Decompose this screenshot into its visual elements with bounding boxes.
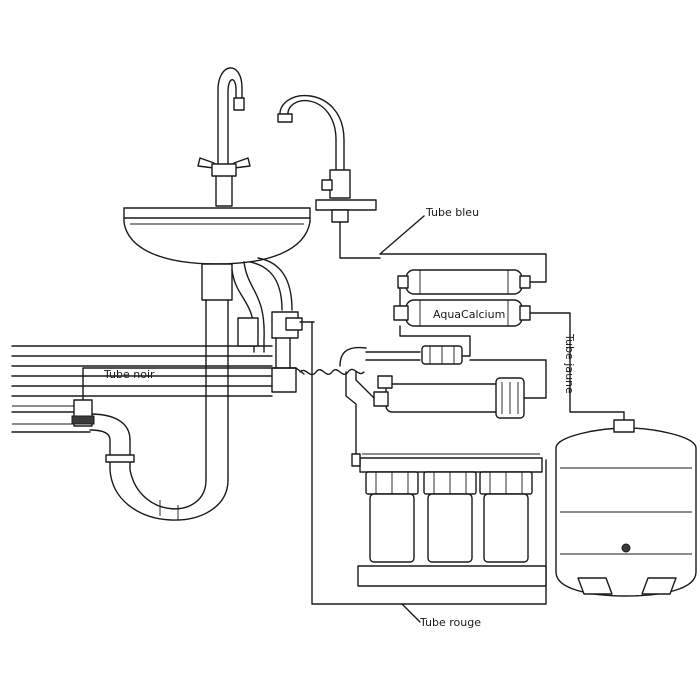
drain-saddle-valve [271,311,315,393]
ro-membrane-housing [355,359,547,419]
ro-faucet [277,94,381,259]
tube-noir-label: Tube noir [103,368,155,381]
flow-restrictor [339,325,471,367]
sink-drain-trap [89,263,233,521]
sink-basin [123,207,311,265]
prefilter-housing-1 [365,471,419,563]
tube-bleu-label: Tube bleu [425,206,479,219]
dishwasher-hose [231,257,293,353]
prefilter-unit [351,453,547,587]
tube-jaune-label: Tube jaune [563,333,576,394]
kitchen-faucet [197,67,251,207]
tube-rouge-line [311,321,547,623]
tube-jaune-line [529,312,625,421]
aquacalcium-cartridge [393,287,531,327]
wavy-tube [299,368,365,376]
tube-bleu-line [379,215,547,283]
tube-rouge-label: Tube rouge [419,616,481,629]
post-filter-upper [397,269,531,295]
wall-pipes [11,345,273,433]
angle-valve [71,387,95,427]
prefilter-housing-3 [479,471,533,563]
storage-tank [555,419,697,597]
prefilter-housing-2 [423,471,477,563]
tube-noir-line [82,367,305,389]
aquacalcium-label: AquaCalcium [433,308,505,321]
